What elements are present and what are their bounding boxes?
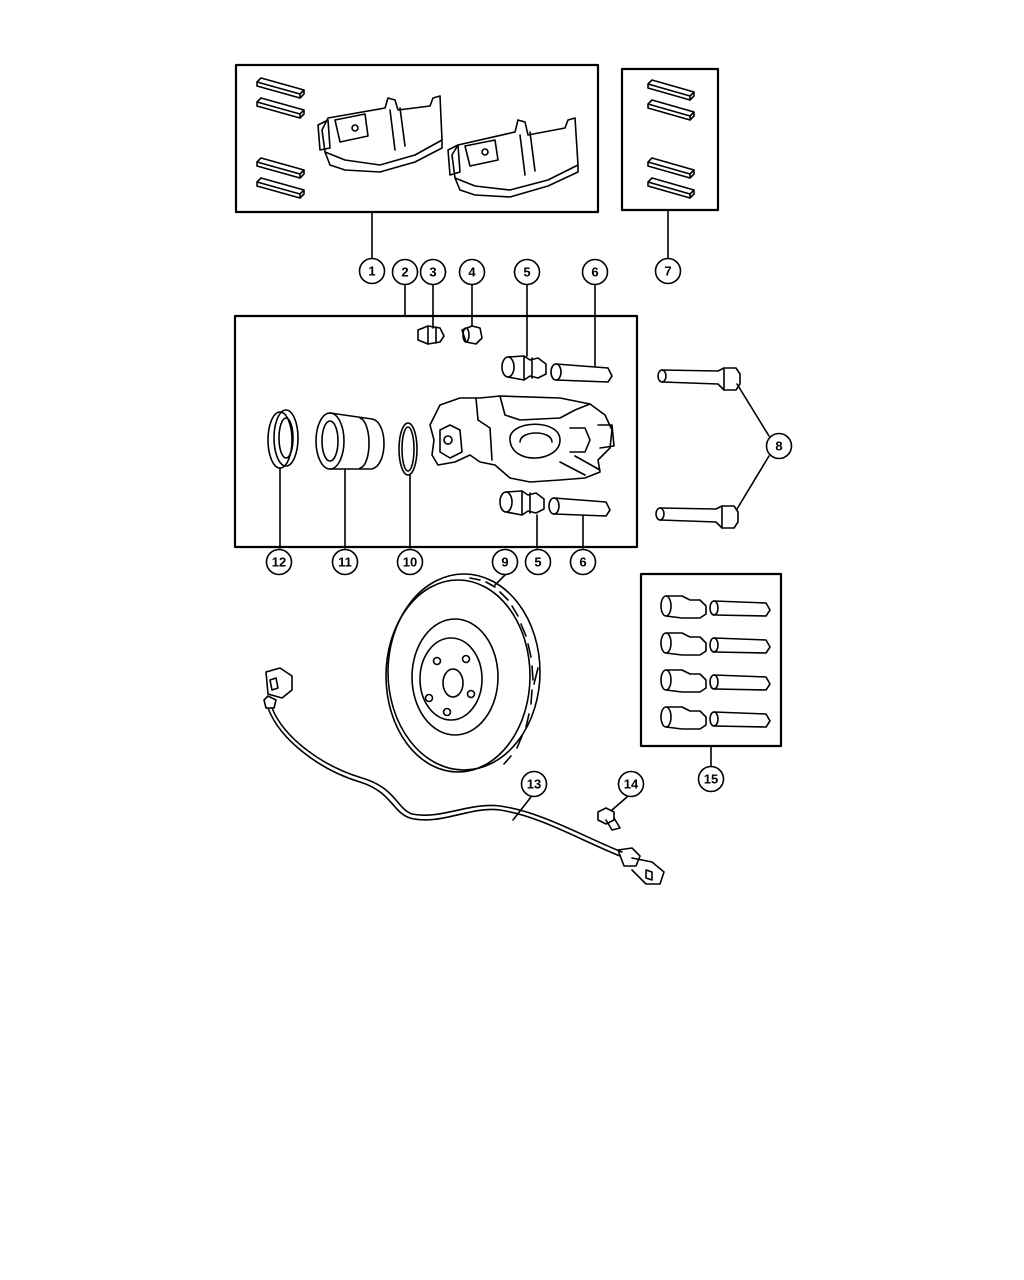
callout-6-lower [569,548,597,576]
brake-pad-kit-box [234,63,600,214]
pad-clips-left [256,77,305,199]
callout-13 [520,770,548,798]
guide-pin-sleeve-lower [548,497,611,517]
callout-3-label: 3 [429,265,436,280]
callout-15-label: 15 [704,772,718,787]
callout-8-label: 8 [775,439,782,454]
callout-12 [265,548,293,576]
callout-8 [765,432,793,460]
callout-10-label: 10 [403,555,417,570]
callout-13-label: 13 [527,777,541,792]
callout-5-upper [513,258,541,286]
caliper-bolt-upper [657,367,741,391]
clips-right [647,79,695,199]
callout-4 [458,258,486,286]
callout-11 [331,548,359,576]
callout-9 [491,548,519,576]
guide-pin-kit-items [660,595,771,730]
callout-15 [697,765,725,793]
callout-9-label: 9 [501,555,508,570]
piston-seal [267,409,299,469]
callout-6-lower-label: 6 [579,555,586,570]
callout-7-label: 7 [664,264,671,279]
callout-5-lower [524,548,552,576]
callout-2-label: 2 [401,265,408,280]
callout-4-label: 4 [468,265,476,280]
caliper-housing [429,395,615,483]
bleeder-screw [417,325,445,345]
sensor-bolt [597,807,621,831]
callout-11-label: 11 [338,555,352,570]
piston-o-ring [398,422,418,476]
callout-3 [419,258,447,286]
callout-5-upper-label: 5 [523,265,530,280]
callout-10 [396,548,424,576]
callout-5-lower-label: 5 [534,555,541,570]
callout-2 [391,258,419,286]
callout-6-upper-label: 6 [591,265,598,280]
callout-12-label: 12 [272,555,286,570]
brake-pad-left [317,95,443,173]
callout-14 [617,770,645,798]
caliper-piston [315,412,385,470]
guide-pin-sleeve-upper [550,363,613,383]
callout-1 [358,257,386,285]
clip-kit-box [620,67,720,212]
guide-pin-bushing-lower [499,490,545,516]
caliper-kit-box [233,314,639,549]
wear-sensor-harness [263,667,665,885]
callout-7 [654,257,682,285]
guide-pin-bushing-upper [501,355,547,381]
callout-6-upper [581,258,609,286]
bleeder-cap [461,325,483,345]
callout-14-label: 14 [624,777,639,792]
callout-1-label: 1 [368,264,375,279]
brake-pad-right [447,117,579,198]
caliper-bolt-lower [655,505,739,529]
brake-rotor [385,573,541,773]
